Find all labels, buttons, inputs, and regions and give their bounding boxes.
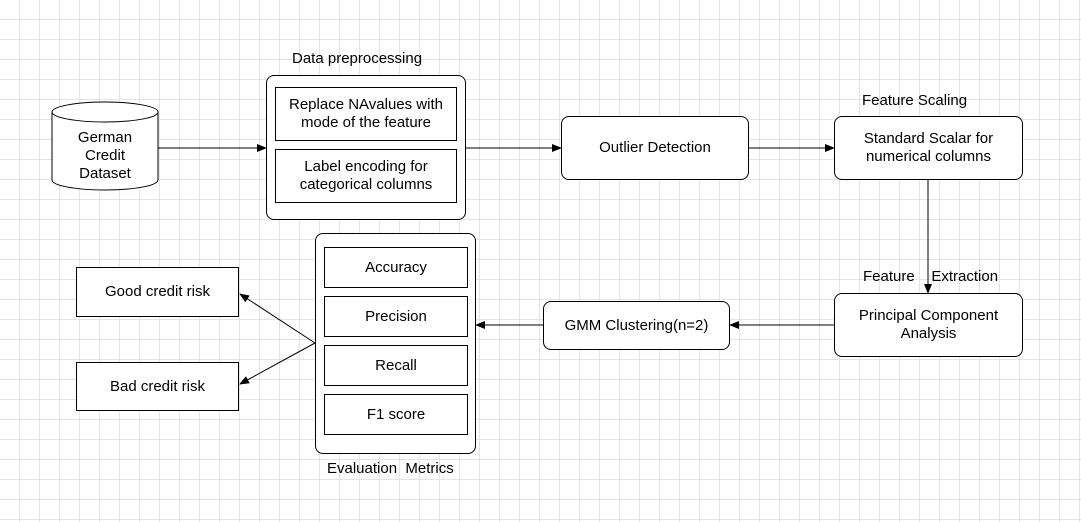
- precision-node: Precision: [324, 296, 468, 337]
- data-preprocessing-label: Data preprocessing: [292, 50, 423, 67]
- feature-scaling-label: Feature Scaling: [862, 92, 968, 109]
- f1-score-node: F1 score: [324, 394, 468, 435]
- arrow-metrics-to-good: [239, 293, 316, 344]
- good-credit-risk-node: Good credit risk: [76, 267, 239, 317]
- bad-credit-risk-node: Bad credit risk: [76, 362, 239, 411]
- outlier-detection-node: Outlier Detection: [561, 116, 749, 180]
- dataset-node: German Credit Dataset: [77, 129, 133, 182]
- gmm-clustering-node: GMM Clustering(n=2): [543, 301, 730, 350]
- standard-scaler-node: Standard Scalar for numerical columns: [834, 116, 1023, 180]
- dataset-cylinder-shape: [51, 101, 159, 191]
- pca-node: Principal Component Analysis: [834, 293, 1023, 357]
- evaluation-metrics-label: Evaluation Metrics: [327, 460, 454, 477]
- recall-node: Recall: [324, 345, 468, 386]
- accuracy-node: Accuracy: [324, 247, 468, 288]
- label-encoding-node: Label encoding for categorical columns: [275, 149, 457, 203]
- replace-na-node: Replace NAvalues with mode of the featur…: [275, 87, 457, 141]
- arrow-metrics-to-bad: [239, 342, 316, 385]
- feature-extraction-label: Feature Extraction: [863, 268, 999, 285]
